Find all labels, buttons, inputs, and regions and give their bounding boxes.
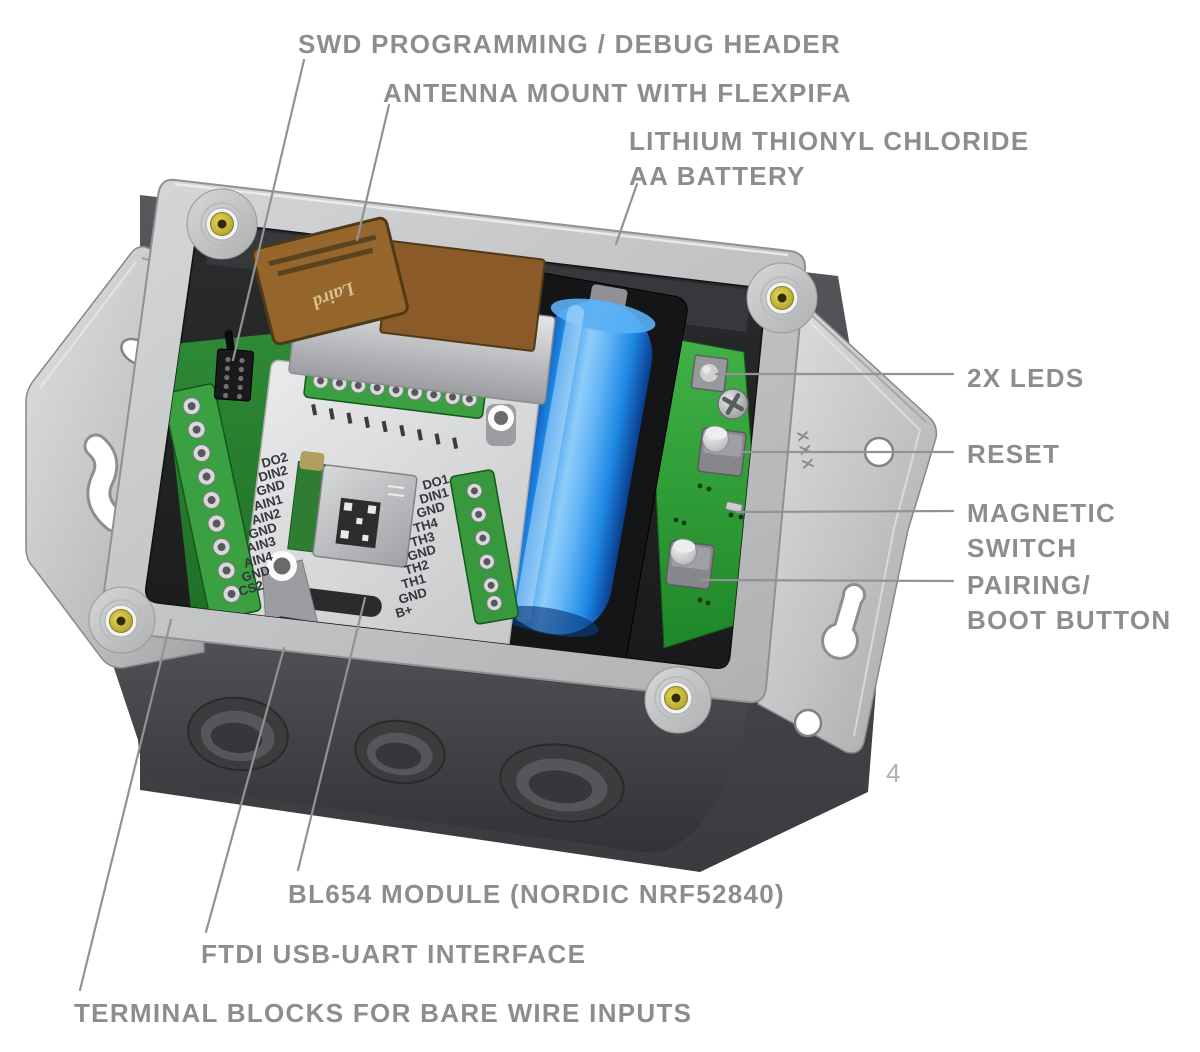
svg-text:DO1: DO1 [421, 471, 451, 493]
pcb-screw-right [717, 388, 749, 420]
label-pairing-boot: PAIRING/ BOOT BUTTON [967, 568, 1171, 638]
leader-bl654 [296, 596, 367, 872]
standoff-ring-2 [486, 404, 516, 446]
pairing-boot-button-component [665, 538, 715, 590]
leader-battery [614, 182, 639, 246]
svg-text:TH2: TH2 [403, 557, 431, 578]
mid-terminal-block [449, 469, 519, 625]
leader-magnetic [735, 509, 955, 514]
label-battery-line2: AA BATTERY [629, 161, 806, 191]
laird-antenna-label: Laird [251, 216, 409, 346]
magnetic-switch-component [725, 501, 744, 520]
leader-ftdi [204, 646, 286, 934]
silkscreen-right-column: DO1 DIN1 GND TH4 TH3 GND TH2 TH1 GND B+ [394, 471, 451, 621]
bl654-module [287, 451, 418, 568]
svg-text:TH3: TH3 [409, 529, 437, 550]
label-leds: 2X LEDS [967, 363, 1085, 393]
leader-terminal [78, 618, 173, 992]
corner-insert-bottom-left [88, 586, 156, 654]
svg-text:B+: B+ [394, 602, 415, 621]
antenna-chip [299, 451, 325, 471]
svg-text:CS2: CS2 [237, 577, 265, 598]
corner-inserts [88, 188, 818, 734]
label-antenna-mount: ANTENNA MOUNT WITH FLEXPIFA [383, 78, 852, 108]
reset-button-component [697, 425, 747, 477]
label-reset: RESET [967, 439, 1061, 469]
svg-text:TH1: TH1 [400, 571, 428, 592]
led-package [690, 354, 729, 393]
label-ftdi-interface: FTDI USB-UART INTERFACE [201, 939, 587, 969]
knockout-oval-2 [354, 719, 446, 785]
silkscreen-left-column: DO2 DIN2 GND AIN1 AIN2 GND AIN3 AIN4 GND… [237, 449, 290, 599]
label-battery-line1: LITHIUM THIONYL CHLORIDE [629, 126, 1030, 156]
leader-antenna [355, 103, 391, 242]
page-number: 4 [886, 758, 901, 788]
corner-insert-top-left [186, 188, 258, 260]
antenna-mount: Laird [251, 216, 556, 405]
label-pairing-line1: PAIRING/ [967, 570, 1092, 600]
label-battery: LITHIUM THIONYL CHLORIDE AA BATTERY [629, 124, 1029, 194]
label-magnetic-line1: MAGNETIC [967, 498, 1117, 528]
corner-insert-top-right [746, 262, 818, 334]
svg-text:DO2: DO2 [260, 449, 290, 471]
leader-lines [78, 58, 955, 992]
module-slot [298, 588, 382, 617]
flange-keyhole-right [821, 583, 866, 660]
label-magnetic-line2: SWITCH [967, 533, 1078, 563]
leader-pairing [699, 578, 955, 583]
flange-round-hole-bottom-right [793, 708, 823, 738]
label-swd-header: SWD PROGRAMMING / DEBUG HEADER [298, 29, 842, 59]
svg-text:TH4: TH4 [412, 514, 440, 535]
corner-insert-bottom-right [644, 666, 712, 734]
label-pairing-line2: BOOT BUTTON [967, 605, 1172, 635]
leader-swd [231, 58, 306, 362]
bl654-qr-code [335, 497, 381, 549]
label-magnetic-switch: MAGNETIC SWITCH [967, 496, 1116, 566]
label-bl654-module: BL654 MODULE (NORDIC NRF52840) [288, 879, 785, 909]
label-terminal-blocks: TERMINAL BLOCKS FOR BARE WIRE INPUTS [74, 998, 693, 1028]
flange-keyhole-left [83, 433, 127, 533]
left-terminal-block [162, 383, 262, 621]
knockout-oval-3 [499, 743, 625, 823]
